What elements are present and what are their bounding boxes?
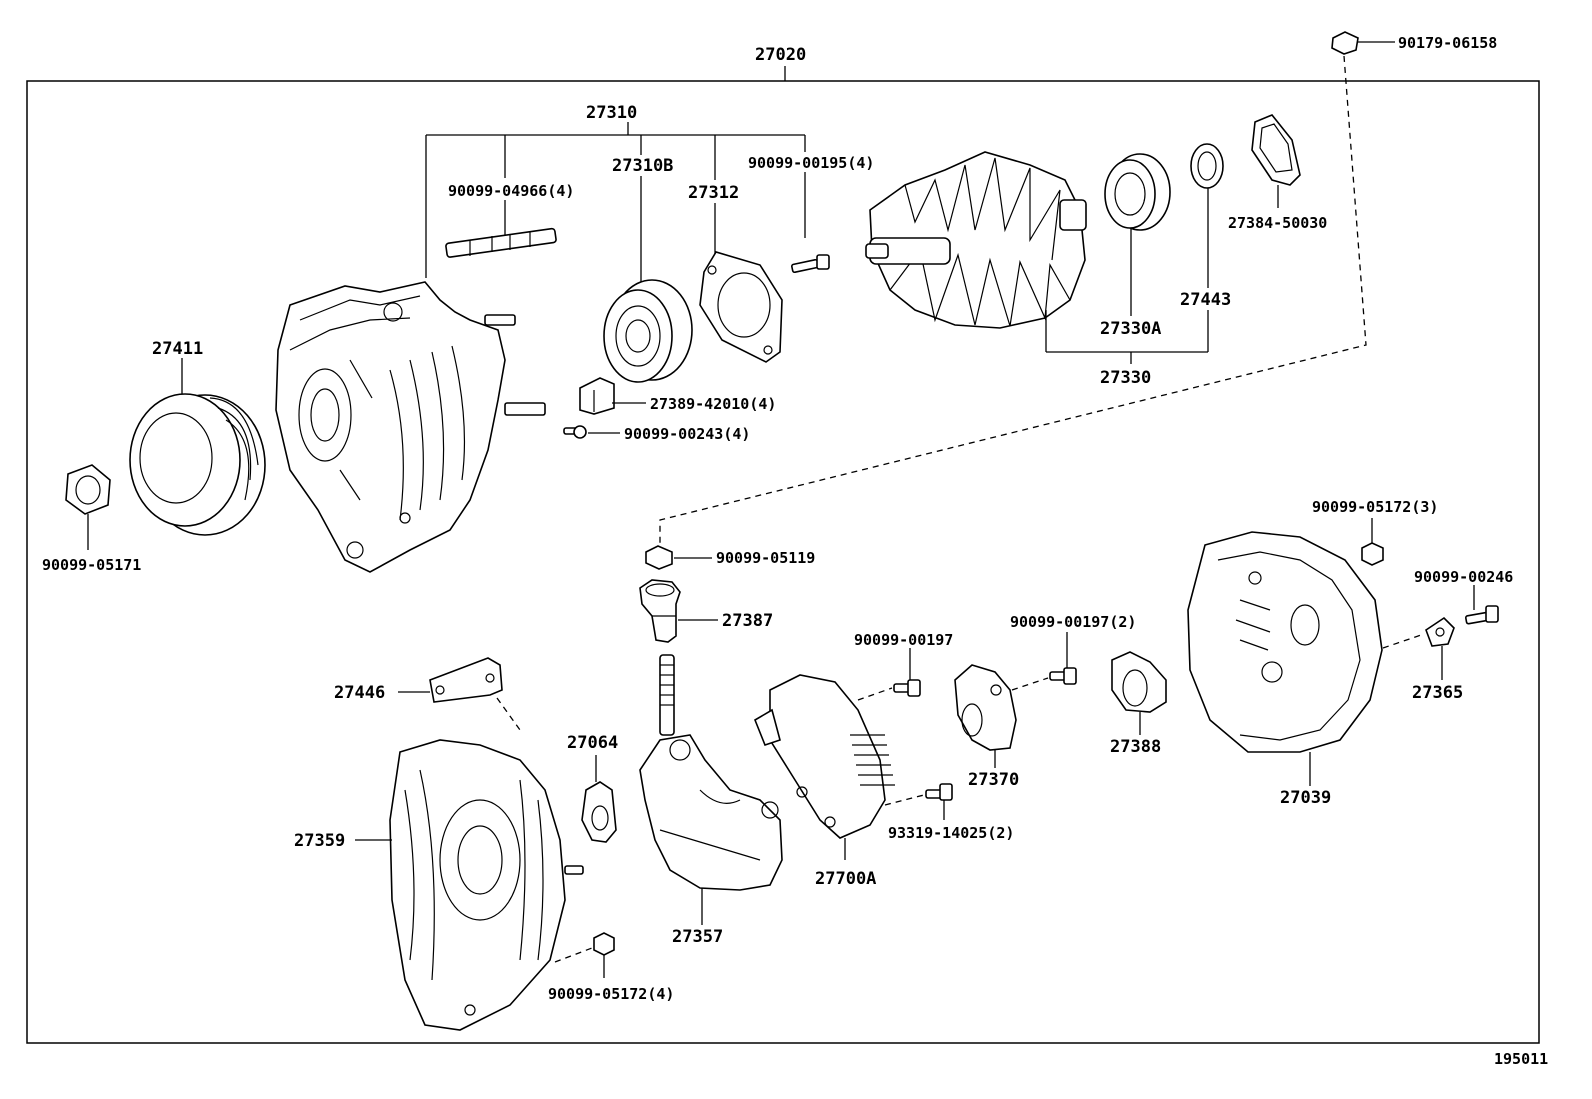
label-90099-00246[interactable]: 90099-00246	[1414, 568, 1513, 586]
rectifier-end-frame-27359[interactable]	[389, 739, 584, 1031]
label-27411[interactable]: 27411	[152, 339, 203, 359]
label-27330[interactable]: 27330	[1100, 368, 1151, 388]
label-90099-05172-3[interactable]: 90099-05172(3)	[1312, 498, 1438, 516]
label-90099-00243[interactable]: 90099-00243(4)	[624, 425, 750, 443]
label-27064[interactable]: 27064	[567, 733, 618, 753]
rotor-27330[interactable]	[865, 151, 1087, 329]
label-27370[interactable]: 27370	[968, 770, 1019, 790]
label-93319-14025[interactable]: 93319-14025(2)	[888, 824, 1014, 842]
cover-27388[interactable]	[1111, 651, 1167, 713]
pulley-27411[interactable]	[129, 393, 266, 536]
drive-end-frame-housing[interactable]	[275, 281, 546, 573]
rear-end-cover-27039[interactable]	[1187, 531, 1383, 753]
bolt-90099-00246[interactable]	[1465, 605, 1499, 625]
insulator-27389-42010[interactable]	[579, 377, 615, 415]
label-27388[interactable]: 27388	[1110, 737, 1161, 757]
label-27443[interactable]: 27443	[1180, 290, 1231, 310]
screw-90099-00197-2[interactable]	[1049, 667, 1077, 685]
nut-90099-05171[interactable]	[65, 464, 111, 515]
label-27310B[interactable]: 27310B	[612, 156, 673, 176]
screw-90099-00195[interactable]	[791, 254, 830, 274]
label-27700A[interactable]: 27700A	[815, 869, 876, 889]
label-27389-42010[interactable]: 27389-42010(4)	[650, 395, 776, 413]
label-90099-00197[interactable]: 90099-00197	[854, 631, 953, 649]
label-90099-05171[interactable]: 90099-05171	[42, 556, 141, 574]
label-90099-05119[interactable]: 90099-05119	[716, 549, 815, 567]
label-27387[interactable]: 27387	[722, 611, 773, 631]
stud-bolt-90099-04966[interactable]	[445, 227, 557, 258]
assembly-frame	[26, 80, 1540, 1044]
nut-90099-05119[interactable]	[645, 545, 673, 570]
label-27330A[interactable]: 27330A	[1100, 319, 1161, 339]
label-90099-00197-2[interactable]: 90099-00197(2)	[1010, 613, 1136, 631]
washer-27443[interactable]	[1190, 143, 1224, 189]
label-90099-04966[interactable]: 90099-04966(4)	[448, 182, 574, 200]
label-90099-00195[interactable]: 90099-00195(4)	[748, 154, 874, 172]
label-27020[interactable]: 27020	[755, 45, 806, 65]
label-27359[interactable]: 27359	[294, 831, 345, 851]
cover-27384-50030[interactable]	[1251, 114, 1301, 186]
brush-holder-27370[interactable]	[954, 664, 1017, 751]
regulator-27700A[interactable]	[754, 674, 895, 839]
insulator-27365[interactable]	[1425, 616, 1455, 647]
label-27365[interactable]: 27365	[1412, 683, 1463, 703]
nut-90179-06158[interactable]	[1331, 31, 1359, 55]
label-27384-50030[interactable]: 27384-50030	[1228, 214, 1327, 232]
bearing-27310B[interactable]	[603, 279, 693, 383]
nut-90099-05172-3[interactable]	[1361, 542, 1384, 566]
label-27312[interactable]: 27312	[688, 183, 739, 203]
label-27310[interactable]: 27310	[586, 103, 637, 123]
screw-90099-00243[interactable]	[563, 425, 587, 439]
insulator-27387[interactable]	[639, 579, 681, 643]
screw-90099-00197[interactable]	[893, 679, 921, 697]
label-90179-06158[interactable]: 90179-06158	[1398, 34, 1497, 52]
retainer-plate-27312[interactable]	[699, 251, 783, 363]
label-90099-05172-4[interactable]: 90099-05172(4)	[548, 985, 674, 1003]
bearing-27330A[interactable]	[1104, 153, 1171, 231]
gasket-27064[interactable]	[581, 781, 617, 843]
bracket-27446[interactable]	[429, 657, 503, 703]
figure-id: 195011	[1494, 1050, 1548, 1068]
label-27446[interactable]: 27446	[334, 683, 385, 703]
screw-93319-14025[interactable]	[925, 783, 953, 801]
label-27357[interactable]: 27357	[672, 927, 723, 947]
label-27039[interactable]: 27039	[1280, 788, 1331, 808]
nut-90099-05172-4[interactable]	[593, 932, 615, 956]
rectifier-holder-27357[interactable]	[639, 654, 783, 891]
